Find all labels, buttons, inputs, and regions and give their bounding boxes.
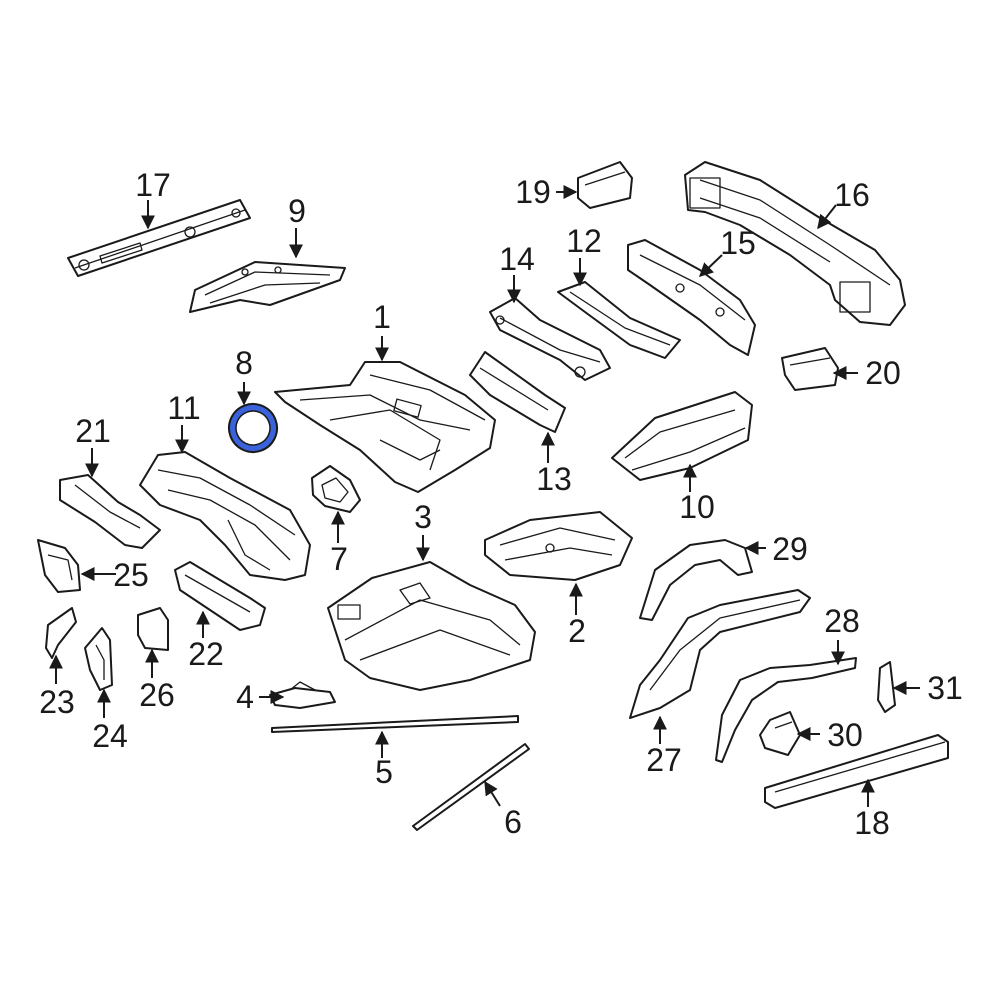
callout-8[interactable]: 8 — [235, 345, 253, 381]
part-9-panel[interactable] — [189, 261, 346, 313]
part-28-wheel-house[interactable] — [715, 657, 857, 763]
part-15-rail[interactable] — [627, 239, 756, 356]
part-13-cross-member[interactable] — [469, 351, 566, 433]
callout-12[interactable]: 12 — [566, 223, 602, 259]
callout-26[interactable]: 26 — [139, 677, 175, 713]
callout-9[interactable]: 9 — [288, 193, 306, 229]
part-30-bracket[interactable] — [759, 711, 801, 756]
part-12-cross-member[interactable] — [557, 281, 681, 359]
part-18-rail[interactable] — [764, 734, 949, 809]
callout-22[interactable]: 22 — [188, 636, 224, 672]
callout-2[interactable]: 2 — [568, 613, 586, 649]
leader-15 — [698, 254, 723, 277]
part-22-channel[interactable] — [174, 561, 266, 631]
part-6-strip[interactable] — [412, 743, 530, 831]
callout-31[interactable]: 31 — [927, 670, 963, 706]
callout-24[interactable]: 24 — [92, 718, 128, 754]
part-20-bracket[interactable] — [781, 347, 839, 391]
callout-labels: 1 2 3 4 5 6 7 8 9 10 11 12 13 14 15 16 1… — [39, 167, 963, 841]
part-11-side-member[interactable] — [139, 451, 311, 581]
part-27-side-rail[interactable] — [629, 589, 811, 719]
callout-3[interactable]: 3 — [414, 499, 432, 535]
callout-17[interactable]: 17 — [135, 167, 171, 203]
callout-16[interactable]: 16 — [834, 177, 870, 213]
callout-27[interactable]: 27 — [646, 742, 682, 778]
part-1-floor-pan[interactable] — [274, 361, 496, 493]
part-7-cover[interactable] — [311, 465, 361, 513]
part-31-bracket[interactable] — [877, 661, 896, 713]
leader-6 — [484, 780, 501, 807]
part-3-rear-floor[interactable] — [327, 561, 536, 691]
part-26-bracket[interactable] — [137, 607, 169, 651]
callout-25[interactable]: 25 — [113, 557, 149, 593]
part-24-bracket[interactable] — [84, 627, 113, 691]
leader-16 — [817, 204, 837, 230]
callout-11[interactable]: 11 — [167, 390, 200, 426]
part-4-clip[interactable] — [269, 681, 336, 709]
part-8-grommet[interactable] — [222, 397, 284, 459]
callout-21[interactable]: 21 — [75, 413, 111, 449]
part-10-tray[interactable] — [611, 391, 753, 481]
leader-lines — [49, 185, 920, 807]
callout-14[interactable]: 14 — [499, 241, 535, 277]
callout-5[interactable]: 5 — [375, 754, 393, 790]
part-23-bracket[interactable] — [45, 607, 77, 659]
callout-13[interactable]: 13 — [536, 461, 572, 497]
callout-6[interactable]: 6 — [504, 804, 522, 840]
part-2-floor-insert[interactable] — [484, 511, 633, 581]
callout-4[interactable]: 4 — [236, 679, 254, 715]
callout-23[interactable]: 23 — [39, 684, 75, 720]
part-25-bracket[interactable] — [37, 539, 81, 593]
callout-30[interactable]: 30 — [827, 717, 863, 753]
part-29-wheel-arch[interactable] — [639, 539, 753, 621]
callout-20[interactable]: 20 — [865, 355, 901, 391]
callout-1[interactable]: 1 — [373, 299, 391, 335]
part-14-cross-member[interactable] — [489, 297, 611, 381]
callout-10[interactable]: 10 — [679, 489, 715, 525]
callout-7[interactable]: 7 — [330, 541, 348, 577]
callout-29[interactable]: 29 — [772, 531, 808, 567]
part-19-bracket[interactable] — [577, 161, 633, 209]
callout-28[interactable]: 28 — [824, 603, 860, 639]
callout-19[interactable]: 19 — [515, 174, 551, 210]
part-16-bumper-bar[interactable] — [684, 161, 906, 326]
part-17-rail[interactable] — [67, 199, 251, 277]
part-21-bracket[interactable] — [59, 474, 161, 549]
part-5-strip[interactable] — [271, 715, 519, 733]
callout-18[interactable]: 18 — [854, 805, 890, 841]
callout-15[interactable]: 15 — [720, 225, 756, 261]
